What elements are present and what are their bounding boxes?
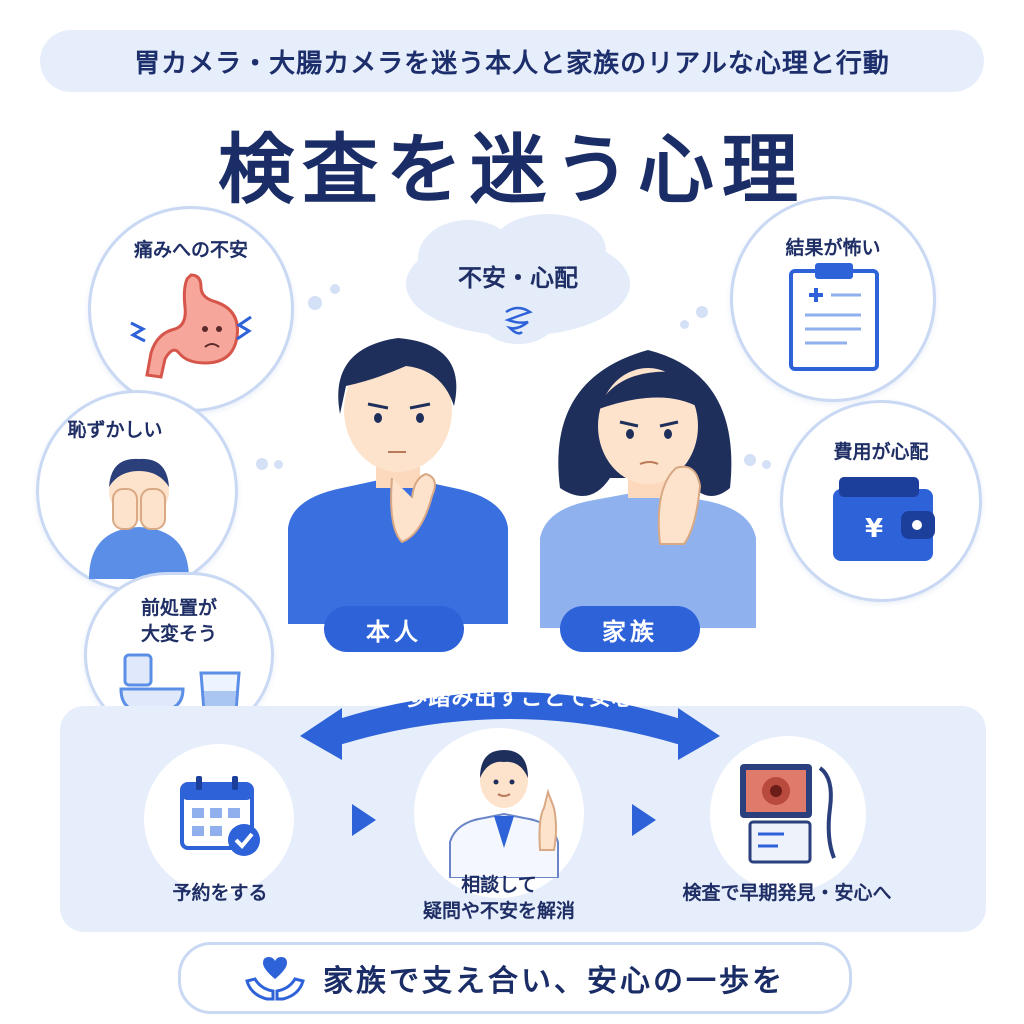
step-arrow-1 bbox=[352, 804, 376, 836]
worry-cost-label: 費用が心配 bbox=[833, 441, 929, 463]
worry-prep-line1: 前処置が bbox=[140, 597, 217, 619]
page-title: 検査を迷う心理 bbox=[218, 125, 806, 214]
heart-hands-icon bbox=[245, 957, 305, 1001]
worry-result: 結果が怖い bbox=[730, 196, 936, 402]
family-label: 家族 bbox=[560, 606, 700, 652]
swirl-icon bbox=[504, 306, 533, 335]
wallet-icon: ¥ bbox=[833, 477, 935, 561]
calendar-icon bbox=[180, 776, 260, 856]
step-exam bbox=[710, 736, 866, 892]
arc-arrow-text: 一歩踏み出すことで安心へ bbox=[382, 686, 658, 711]
worry-embarrassed: 恥ずかしい bbox=[36, 390, 238, 592]
worry-cloud-label: 不安・心配 bbox=[458, 264, 578, 292]
step-consult bbox=[414, 728, 584, 898]
step-consult-label-2: 疑問や不安を解消 bbox=[422, 900, 575, 922]
svg-text:¥: ¥ bbox=[865, 514, 883, 544]
doctor-icon bbox=[449, 750, 559, 878]
step-arrow-2 bbox=[632, 804, 656, 836]
endoscope-monitor-icon bbox=[740, 764, 836, 864]
step-reserve-label: 予約をする bbox=[172, 882, 268, 904]
subtitle-banner: 胃カメラ・大腸カメラを迷う本人と家族のリアルな心理と行動 bbox=[40, 30, 984, 92]
footer-banner: 家族で支え合い、安心の一歩を bbox=[178, 942, 852, 1014]
stomach-icon bbox=[129, 273, 252, 379]
worry-result-label: 結果が怖い bbox=[785, 237, 881, 259]
step-exam-label: 検査で早期発見・安心へ bbox=[682, 882, 892, 904]
worry-cost: 費用が心配 ¥ bbox=[780, 400, 982, 602]
step-consult-label-1: 相談して bbox=[461, 874, 537, 896]
worry-prep-line2: 大変そう bbox=[140, 623, 217, 645]
footer-text: 家族で支え合い、安心の一歩を bbox=[323, 964, 785, 999]
worry-pain-label: 痛みへの不安 bbox=[133, 239, 248, 261]
worry-embarrassed-label: 恥ずかしい bbox=[67, 419, 163, 441]
arc-arrow bbox=[300, 692, 720, 760]
man-illustration bbox=[288, 338, 508, 624]
worry-cloud: 不安・心配 bbox=[398, 212, 638, 344]
subtitle-text: 胃カメラ・大腸カメラを迷う本人と家族のリアルな心理と行動 bbox=[134, 48, 890, 79]
worry-pain: 痛みへの不安 bbox=[88, 206, 294, 412]
covering-face-icon bbox=[89, 458, 189, 579]
woman-illustration bbox=[540, 350, 756, 628]
step-reserve bbox=[144, 744, 294, 894]
self-label: 本人 bbox=[324, 606, 464, 652]
clipboard-icon bbox=[789, 263, 879, 371]
